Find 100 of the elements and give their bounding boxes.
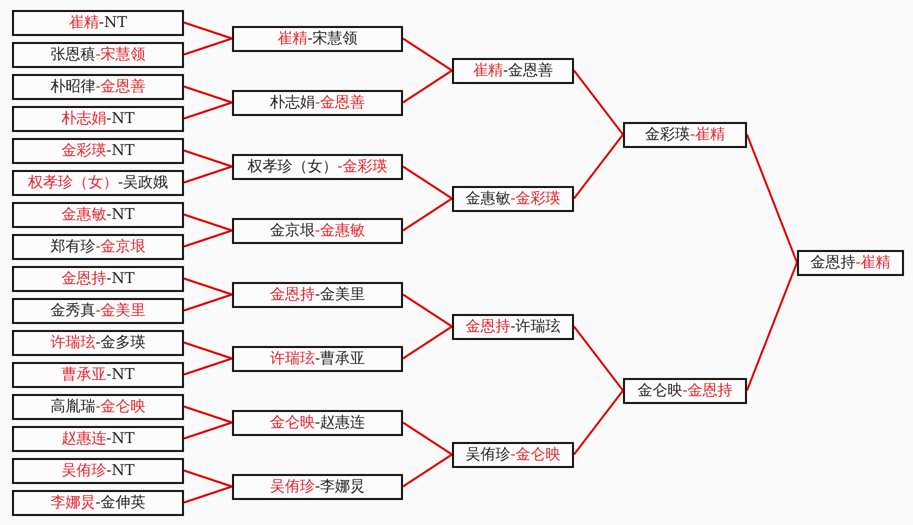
match-box — [232, 346, 403, 372]
player-name: -金仑映 — [95, 399, 146, 414]
bracket-line — [402, 454, 453, 488]
bracket-line — [184, 150, 232, 168]
player-name: -金恩善 — [95, 79, 146, 94]
player-name: 金恩持 — [810, 255, 856, 270]
player-name: -崔精 — [855, 255, 891, 270]
player-name: 崔精 — [472, 63, 503, 78]
match-box — [12, 362, 184, 388]
match-box — [12, 330, 184, 356]
player-name: 郑有珍 — [50, 239, 96, 254]
player-name: 金彩瑛 — [644, 127, 690, 142]
bracket-line — [184, 278, 232, 296]
player-name: -NT — [106, 271, 135, 286]
match-box — [452, 442, 574, 468]
player-name: -宋慧领 — [307, 31, 358, 46]
bracket-line — [184, 166, 232, 184]
player-name: -金美里 — [95, 303, 146, 318]
bracket-line — [402, 166, 453, 200]
player-name: 李娜炅 — [50, 495, 96, 510]
player-name: 崔精 — [68, 15, 99, 30]
bracket-line — [184, 342, 232, 360]
player-name: -曹承亚 — [314, 351, 366, 366]
player-name: -金彩瑛 — [510, 191, 561, 206]
bracket-line — [184, 214, 232, 232]
player-name: 金彩瑛 — [61, 143, 106, 158]
player-name: 金惠敏 — [465, 191, 510, 206]
match-box — [12, 42, 184, 68]
player-name: -NT — [106, 111, 135, 126]
match-box — [623, 122, 747, 148]
bracket-line — [184, 294, 232, 312]
match-box — [232, 218, 403, 244]
match-box — [232, 26, 403, 52]
player-name: -金恩善 — [314, 95, 366, 110]
bracket-line — [184, 486, 232, 504]
player-name: -NT — [106, 207, 135, 222]
bracket-line — [184, 86, 232, 104]
match-box — [12, 10, 184, 36]
player-name: 高胤瑞 — [50, 399, 96, 414]
player-name: -金美里 — [314, 287, 366, 302]
player-name: -宋慧领 — [95, 47, 146, 62]
player-name: 金恩持 — [465, 319, 510, 334]
player-name: 金恩持 — [270, 287, 315, 302]
bracket-line — [184, 470, 232, 488]
bracket-line — [184, 406, 232, 424]
match-box — [12, 426, 184, 452]
match-box — [12, 394, 184, 420]
bracket-line — [402, 38, 453, 72]
player-name: 曹承亚 — [61, 367, 106, 382]
player-name: 吴侑珍 — [61, 463, 106, 478]
match-box — [232, 282, 403, 308]
player-name: 赵惠连 — [61, 431, 106, 446]
match-box — [12, 234, 184, 260]
match-box — [12, 138, 184, 164]
player-name: 金仑映 — [637, 383, 682, 398]
bracket-line — [184, 358, 232, 376]
player-name: -金彩瑛 — [337, 159, 388, 174]
player-name: 权孝珍（女） — [28, 175, 118, 190]
player-name: -金恩善 — [502, 63, 554, 78]
match-box — [12, 106, 184, 132]
match-box — [623, 378, 747, 404]
match-box — [12, 298, 184, 324]
player-name: -金惠敏 — [314, 223, 366, 238]
match-box — [232, 474, 403, 500]
player-name: -NT — [98, 15, 128, 30]
player-name: 金惠敏 — [61, 207, 106, 222]
bracket-line — [402, 294, 453, 328]
bracket-line — [184, 102, 232, 120]
bracket-line — [573, 390, 624, 456]
player-name: -金仑映 — [510, 447, 561, 462]
bracket-line — [184, 22, 232, 40]
match-box — [12, 74, 184, 100]
player-name: -吴政娥 — [118, 175, 168, 190]
player-name: -NT — [106, 143, 135, 158]
player-name: -金多瑛 — [95, 335, 146, 350]
match-box — [12, 458, 184, 484]
player-name: -崔精 — [690, 127, 726, 142]
player-name: 许瑞玹 — [50, 335, 96, 350]
player-name: 权孝珍（女） — [247, 159, 338, 174]
player-name: 吴侑珍 — [270, 479, 315, 494]
player-name: -金恩持 — [682, 383, 733, 398]
player-name: 金京垠 — [270, 223, 315, 238]
match-box — [452, 314, 574, 340]
player-name: -NT — [106, 367, 135, 382]
player-name: 崔精 — [277, 31, 308, 46]
bracket-line — [573, 326, 624, 392]
player-name: -NT — [106, 431, 135, 446]
player-name: 朴昭律 — [50, 79, 96, 94]
match-box — [12, 490, 184, 516]
player-name: 金仑映 — [270, 415, 315, 430]
player-name: -NT — [106, 463, 135, 478]
player-name: -许瑞玹 — [510, 319, 561, 334]
bracket-line — [746, 262, 798, 391]
match-box — [12, 202, 184, 228]
bracket-line — [402, 422, 453, 456]
bracket-line — [184, 230, 232, 248]
bracket-line — [184, 38, 232, 56]
bracket-line — [402, 326, 453, 360]
player-name: -赵惠连 — [314, 415, 366, 430]
bracket-line — [573, 134, 624, 200]
